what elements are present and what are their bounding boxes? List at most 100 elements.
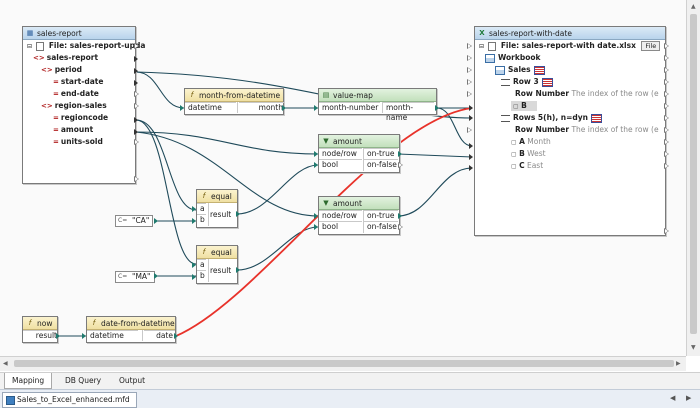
tree-item-workbook[interactable]: Workbook: [485, 53, 541, 63]
function-value-map[interactable]: ▤ value-map month-number month-name: [318, 88, 437, 122]
target-file-row[interactable]: ⊟ File: sales-report-with date.xlsx File: [479, 41, 661, 51]
output-result[interactable]: result: [23, 330, 57, 341]
input-b[interactable]: b: [197, 214, 206, 225]
filter-title-bar[interactable]: ▼ amount: [319, 135, 399, 148]
target-pin-row-number[interactable]: [467, 91, 472, 97]
pin-month-out[interactable]: [282, 105, 286, 111]
input-a[interactable]: a: [197, 203, 206, 214]
output-result[interactable]: result: [210, 210, 232, 219]
target-title-bar[interactable]: X sales-report-with-date: [475, 27, 665, 40]
tree-item-period[interactable]: <>period: [41, 65, 82, 74]
tree-item-regioncode[interactable]: =regioncode: [53, 113, 109, 122]
output-month[interactable]: month: [239, 102, 285, 113]
pin-filter2-bool[interactable]: [314, 224, 318, 230]
target-pin-out-month[interactable]: [664, 139, 669, 145]
function-title-bar[interactable]: f equal: [197, 190, 237, 203]
source-component-sales-report[interactable]: ▦ sales-report ⊟ File: sales-report-upda…: [22, 26, 145, 184]
target-pin-row3[interactable]: [467, 79, 472, 85]
tab-scroll-right-icon[interactable]: ▶: [686, 394, 692, 402]
target-pin-out-rows5[interactable]: [664, 115, 669, 121]
input-bool[interactable]: bool: [319, 159, 362, 170]
function-title-bar[interactable]: f equal: [197, 246, 237, 259]
tab-db-query[interactable]: DB Query: [65, 376, 102, 385]
output-on-false[interactable]: on-false: [364, 159, 398, 170]
document-tab[interactable]: Sales_to_Excel_enhanced.mfd: [2, 392, 137, 408]
pin-value-map-in[interactable]: [314, 105, 318, 111]
pin-now-result[interactable]: [56, 333, 60, 339]
tree-item-row-number-2[interactable]: Row Number The index of the row (e: [515, 125, 659, 134]
tree-item-col-a-month[interactable]: ▢ A Month: [511, 137, 551, 146]
tree-item-sheet-sales[interactable]: Sales: [495, 65, 545, 75]
pin-month-in[interactable]: [180, 105, 184, 111]
horizontal-scrollbar[interactable]: ◀ ▶: [0, 356, 686, 371]
pin-date-out[interactable]: [174, 333, 178, 339]
target-pin-month[interactable]: [469, 143, 473, 149]
tree-item-col-b-west[interactable]: ▢ B West: [511, 149, 546, 158]
pin-filter1-false[interactable]: [398, 162, 403, 168]
output-result[interactable]: result: [210, 266, 232, 275]
target-pin-out-row-number-2[interactable]: [664, 127, 669, 133]
target-pin-row-number-2[interactable]: [467, 127, 472, 133]
tab-output[interactable]: Output: [119, 376, 146, 385]
tree-item-amount[interactable]: =amount: [53, 125, 94, 134]
target-pin-out-file[interactable]: [664, 43, 669, 49]
pin-filter2-true[interactable]: [398, 213, 402, 219]
target-pin-east[interactable]: [469, 165, 473, 171]
constant-ma[interactable]: C= "MA": [115, 271, 155, 283]
input-datetime[interactable]: datetime: [185, 102, 236, 113]
scroll-thumb[interactable]: [14, 360, 674, 367]
tree-item-row3[interactable]: Row 3: [501, 77, 553, 87]
pin-filter1-node[interactable]: [314, 151, 318, 157]
output-on-false[interactable]: on-false: [364, 221, 398, 232]
pin-constant-ma[interactable]: [154, 273, 158, 279]
pin-equal1-result[interactable]: [236, 211, 240, 217]
tree-item-rows5[interactable]: Rows 5(h), n=dyn: [501, 113, 603, 123]
source-file-row[interactable]: ⊟ File: sales-report-upda: [27, 41, 146, 51]
scroll-right-icon[interactable]: ▶: [676, 360, 681, 367]
tab-scroll-left-icon[interactable]: ◀: [670, 394, 676, 402]
tree-item-start-date[interactable]: =start-date: [53, 77, 104, 86]
pin-filter1-bool[interactable]: [314, 162, 318, 168]
output-on-true[interactable]: on-true: [364, 148, 398, 159]
scroll-up-icon[interactable]: ▲: [691, 3, 696, 10]
source-pin-regioncode[interactable]: [134, 117, 138, 123]
tab-mapping[interactable]: Mapping: [4, 373, 53, 389]
input-datetime[interactable]: datetime: [87, 330, 138, 341]
target-pin-out-east[interactable]: [664, 163, 669, 169]
target-pin-out-row3[interactable]: [664, 79, 669, 85]
pin-equal2-b[interactable]: [192, 274, 196, 280]
target-pin-out-sheet[interactable]: [664, 67, 669, 73]
target-pin-out-extra[interactable]: [664, 228, 669, 234]
function-date-from-datetime[interactable]: f date-from-datetime datetime date: [86, 316, 176, 343]
input-node-row[interactable]: node/row: [319, 148, 362, 159]
file-button[interactable]: File: [641, 41, 661, 51]
vertical-scrollbar[interactable]: ▲ ▼: [686, 0, 700, 356]
target-pin-workbook[interactable]: [467, 55, 472, 61]
function-title-bar[interactable]: f now: [23, 317, 57, 330]
source-pin-region-sales[interactable]: [134, 103, 139, 109]
input-a[interactable]: a: [197, 259, 206, 270]
scroll-thumb[interactable]: [690, 14, 697, 334]
tree-item-units-sold[interactable]: =units-sold: [53, 137, 103, 146]
source-pin-amount[interactable]: [134, 129, 138, 135]
target-pin-out-workbook[interactable]: [664, 55, 669, 61]
filter-title-bar[interactable]: ▼ amount: [319, 197, 399, 210]
mapping-canvas[interactable]: ▦ sales-report ⊟ File: sales-report-upda…: [0, 0, 686, 356]
tree-item-col-b[interactable]: ▢ B: [511, 101, 537, 111]
target-pin-col-b[interactable]: [469, 105, 473, 111]
settings-icon[interactable]: [591, 113, 603, 123]
source-pin-period[interactable]: [134, 68, 138, 74]
source-pin-extra[interactable]: [134, 176, 139, 182]
filter-amount-2[interactable]: ▼ amount node/row on-true bool on-false: [318, 196, 400, 235]
function-now[interactable]: f now result: [22, 316, 58, 343]
source-pin-end-date[interactable]: [134, 91, 139, 97]
function-month-from-datetime[interactable]: f month-from-datetime datetime month: [184, 88, 285, 115]
tree-item-row-number[interactable]: Row Number The index of the row (e: [515, 89, 659, 98]
tree-item-region-sales[interactable]: <>region-sales: [41, 101, 107, 110]
target-pin-rows5[interactable]: [469, 115, 473, 121]
source-pin-file[interactable]: [134, 43, 139, 49]
target-component-sales-report-with-date[interactable]: X sales-report-with-date ⊟ File: sales-r…: [474, 26, 666, 236]
source-pin-units-sold[interactable]: [134, 139, 139, 145]
target-pin-west[interactable]: [469, 154, 473, 160]
output-date[interactable]: date: [144, 330, 175, 341]
